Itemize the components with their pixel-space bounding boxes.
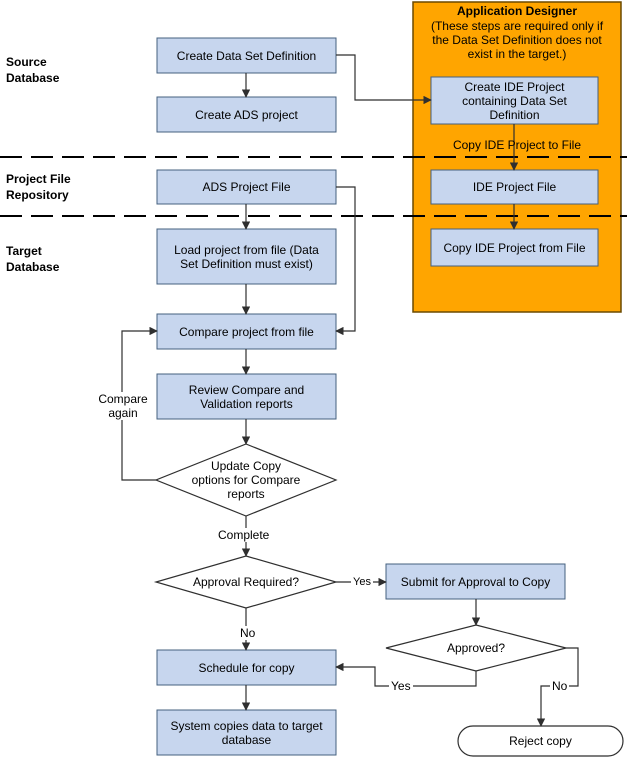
- node-create-dsd: Create Data Set Definition: [176, 48, 317, 63]
- edge-label-yes-approved: Yes: [389, 679, 413, 693]
- edge-label-yes-submit: Yes: [351, 575, 373, 589]
- node-reject: Reject copy: [509, 734, 572, 748]
- edge-label-no-reject: No: [550, 679, 570, 693]
- edge-label-complete: Complete: [216, 528, 272, 542]
- node-update-options: Update Copy options for Compare reports: [191, 459, 301, 501]
- edge-ads-file-to-compare: [335, 186, 356, 336]
- node-create-ads: Create ADS project: [195, 107, 298, 122]
- edge-dsd-to-ide: [336, 54, 432, 105]
- node-review-reports-shape: [156, 373, 337, 420]
- app-designer-title: Application Designer: [456, 4, 578, 18]
- edge-label-no-schedule: No: [238, 626, 258, 640]
- node-submit-approval: Submit for Approval to Copy: [400, 574, 551, 589]
- lane-label-target: Target Database: [6, 244, 60, 274]
- node-ads-file: ADS Project File: [202, 180, 291, 194]
- node-create-dsd-shape: [156, 37, 337, 74]
- lane-label-repository: Project File Repository: [6, 172, 71, 202]
- node-compare-project: Compare project from file: [179, 324, 314, 339]
- node-ads-file-shape: [156, 169, 337, 205]
- edge-label-compare-again: Compare again: [91, 392, 155, 420]
- node-load-project: Load project from file (Data Set Definit…: [174, 242, 319, 271]
- lane-label-source: Source Database: [6, 55, 60, 85]
- node-approved: Approved?: [446, 641, 506, 655]
- node-create-ide-shape: [430, 76, 599, 125]
- edge-label-copy-to-file: Copy IDE Project to File: [452, 138, 582, 152]
- app-designer-note: (These steps are required only if the Da…: [430, 19, 604, 61]
- node-review-reports: Review Compare and Validation reports: [188, 382, 305, 411]
- node-schedule-shape: [156, 649, 337, 686]
- node-schedule: Schedule for copy: [198, 660, 295, 675]
- edge-approved-no: [536, 647, 579, 727]
- edge-approved-yes: [335, 662, 477, 687]
- node-system-copies-shape: [156, 709, 337, 756]
- node-system-copies: System copies data to target database: [170, 718, 323, 747]
- node-copy-ide-shape: [430, 228, 599, 267]
- node-copy-ide: Copy IDE Project from File: [443, 240, 586, 255]
- node-ide-file-shape: [430, 169, 599, 205]
- node-ide-file: IDE Project File: [472, 180, 557, 194]
- node-approval-required: Approval Required?: [192, 575, 300, 589]
- node-create-ide: Create IDE Project containing Data Set D…: [462, 79, 567, 122]
